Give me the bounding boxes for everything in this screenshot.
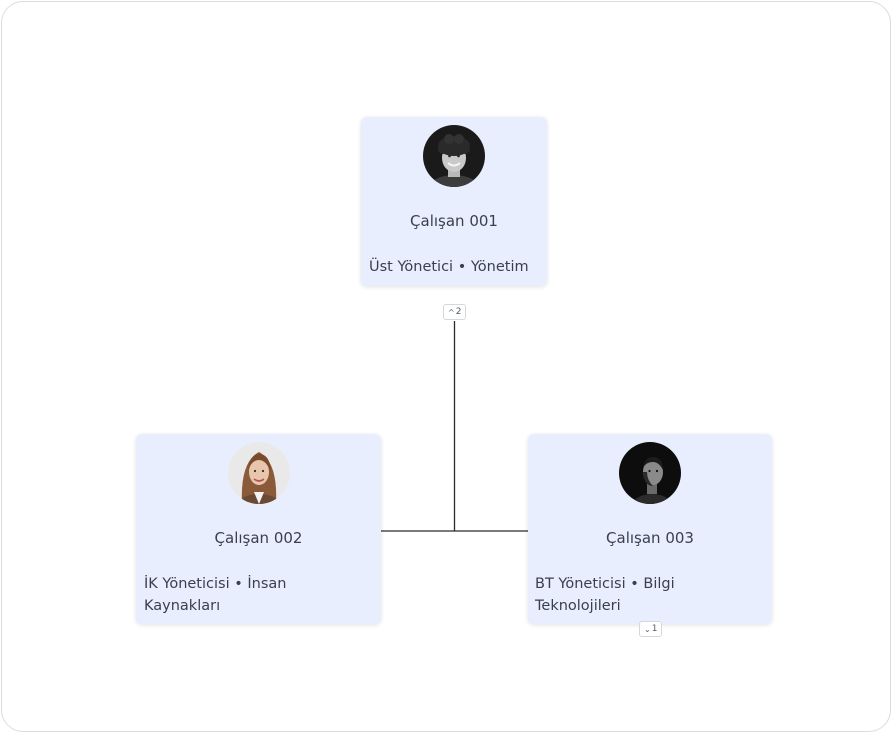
- node-name: Çalışan 003: [606, 529, 694, 547]
- node-name: Çalışan 001: [410, 212, 498, 230]
- node-role: BT Yöneticisi • Bilgi Teknolojileri: [535, 576, 675, 614]
- org-node-card[interactable]: Çalışan 002 İK Yöneticisi • İnsan Kaynak…: [136, 434, 381, 624]
- chevron-up-icon: ^: [448, 307, 455, 317]
- chevron-down-icon: ⌄: [644, 624, 651, 634]
- org-node-card[interactable]: Çalışan 001 Üst Yönetici • Yönetim: [361, 117, 547, 286]
- collapse-children-button[interactable]: ^ 2: [443, 304, 467, 320]
- man-dark-portrait-avatar: [619, 442, 681, 504]
- child-count: 1: [651, 623, 658, 634]
- woman-long-hair-avatar: [227, 442, 290, 504]
- node-role: Üst Yönetici • Yönetim: [369, 259, 529, 275]
- org-node-card[interactable]: Çalışan 003 BT Yöneticisi • Bilgi Teknol…: [528, 434, 772, 624]
- man-curly-hair-avatar: [423, 125, 485, 187]
- node-name: Çalışan 002: [214, 529, 303, 547]
- expand-children-button[interactable]: ⌄ 1: [639, 621, 663, 637]
- child-count: 2: [455, 306, 462, 317]
- node-role: İK Yöneticisi • İnsan Kaynakları: [144, 576, 287, 614]
